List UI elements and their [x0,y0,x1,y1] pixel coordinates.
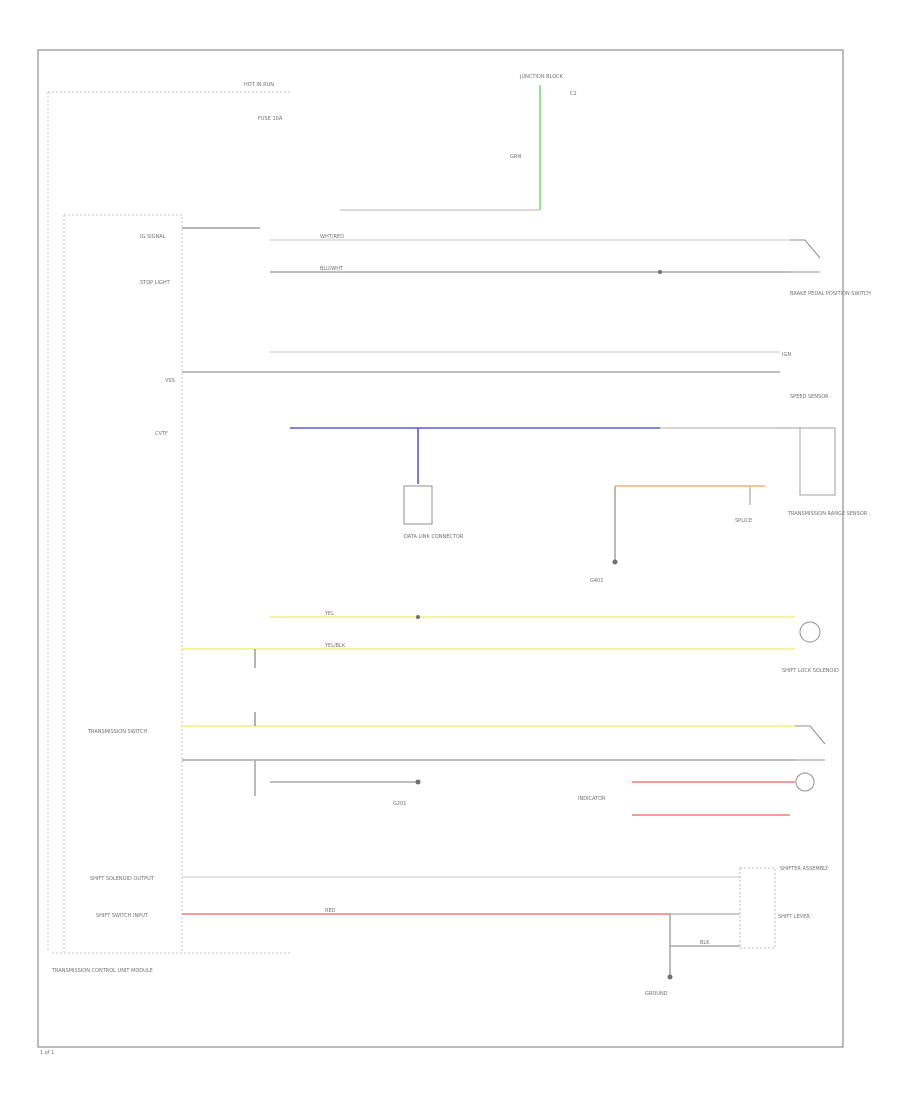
data-link-connector-box [403,485,433,525]
mid-tag-indicator: INDICATOR [578,796,606,802]
wire-label-blk: BLK [700,940,710,946]
wire-ground-branch [254,760,418,796]
wire-label-yellow-1: YEL [324,611,334,617]
ground-point-2 [415,779,421,785]
junction-label: JUNCTION BLOCK [519,74,564,80]
left-tag-stop-light: STOP LIGHT [140,280,171,286]
ground-label-2: G201 [393,801,406,807]
wire-label-brake-1: WHT/RED [320,234,344,240]
splice-brake [658,270,662,274]
ground-point-1 [612,559,618,565]
brake-switch-symbol [790,239,821,273]
speed-sensor-symbol [775,427,836,496]
footer-label: TRANSMISSION CONTROL UNIT MODULE [51,968,153,974]
right-tag-shifter: SHIFTER ASSEMBLY [780,866,829,872]
mid-tag-splice: SPLICE [735,518,752,524]
ground-label-1: G401 [590,578,603,584]
ground-label-3: GROUND [645,991,668,997]
right-tag-transmission-range: TRANSMISSION RANGE SENSOR [787,511,868,517]
splice-yellow [416,615,420,619]
data-link-connector-label: DATA LINK CONNECTOR [404,534,464,540]
left-tag-transmission-switch: TRANSMISSION SWITCH [87,729,147,735]
right-tag-brake-switch: BRAKE PEDAL POSITION SWITCH [790,291,871,297]
module-dashed-box [63,214,183,952]
control-unit-dashed-border [47,91,290,952]
left-tag-ig-signal: IG SIGNAL [140,234,166,240]
wire-label-yellow-2: YEL/BLK [324,643,346,649]
corner-label: 1 of 1 [40,1050,54,1056]
shifter-assembly-box [739,867,776,949]
shift-lock-solenoid-symbol [799,621,821,643]
left-tag-vss: VSS [165,378,175,384]
ground-point-3 [667,974,673,980]
fuse-box-label: HOT IN RUN [244,82,274,88]
left-tag-cvtf: CVTF [155,431,168,437]
right-tag-speed-sensor: SPEED SENSOR [790,394,829,400]
green-wire-label: GRN [510,154,521,160]
indicator-lamp-symbol [795,772,815,792]
wire-label-brake-2: BLU/WHT [320,266,344,272]
mid-tag-shift-lever: SHIFT LEVER [778,914,810,920]
diagram-frame [37,49,844,1048]
connector-top-label: C2 [570,91,577,97]
left-tag-shift-solenoid: SHIFT SOLENOID OUTPUT [90,876,155,882]
switch-symbol-2 [795,725,826,761]
wire-label-red: RED [325,908,336,914]
left-tag-shift-switch: SHIFT SWITCH INPUT [96,913,149,919]
fuse-box-sub-label: FUSE 10A [258,116,283,122]
right-tag-shift-lock: SHIFT LOCK SOLENOID [782,668,839,674]
right-tag-ign: IGN [782,352,791,358]
